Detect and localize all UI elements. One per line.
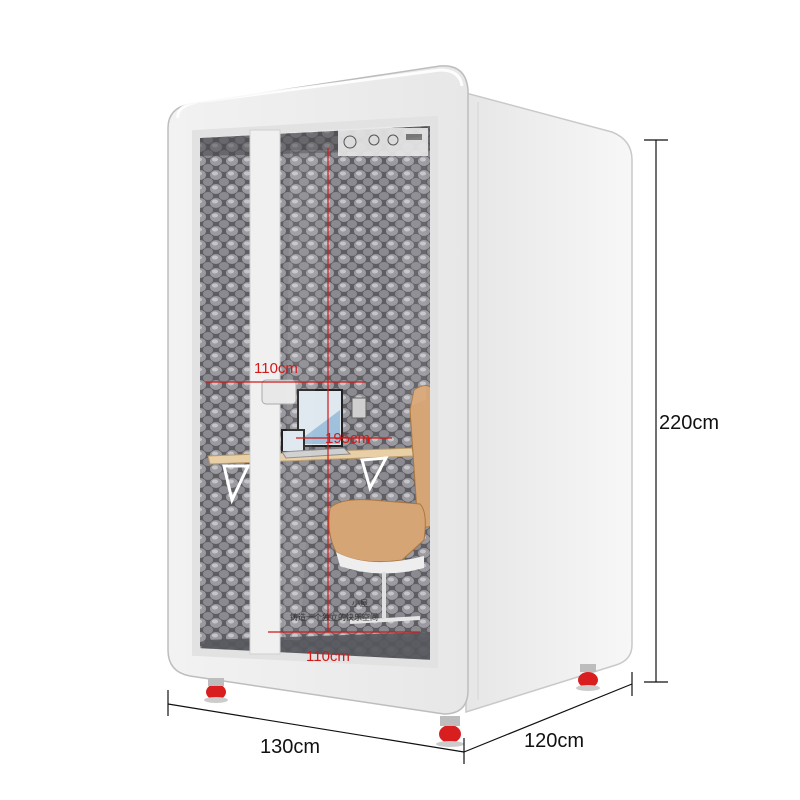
caster-back-right: [576, 664, 600, 691]
brand-slogan: 铸造一个独立的快乐空间: [290, 613, 378, 622]
chair: [328, 385, 437, 624]
exterior-dimension-lines: [167, 139, 668, 764]
glass-door-frame: [192, 115, 438, 669]
height-dimension-label: 220cm: [659, 412, 720, 434]
inner-height-label: 195cm: [325, 430, 371, 447]
booth-side-panel: [461, 91, 633, 714]
depth-dimension-label: 120cm: [524, 730, 585, 752]
control-panel: [338, 128, 428, 156]
brand-logo: 小屋: [352, 599, 368, 608]
door-handle: [261, 379, 297, 405]
caster-front-right: [436, 716, 464, 747]
desk-width-label: 110cm: [254, 360, 298, 377]
interior-measure-lines: [206, 148, 420, 633]
width-dimension-label: 130cm: [260, 736, 321, 758]
caster-front-left: [204, 678, 228, 703]
floor-width-label: 110cm: [306, 648, 350, 665]
